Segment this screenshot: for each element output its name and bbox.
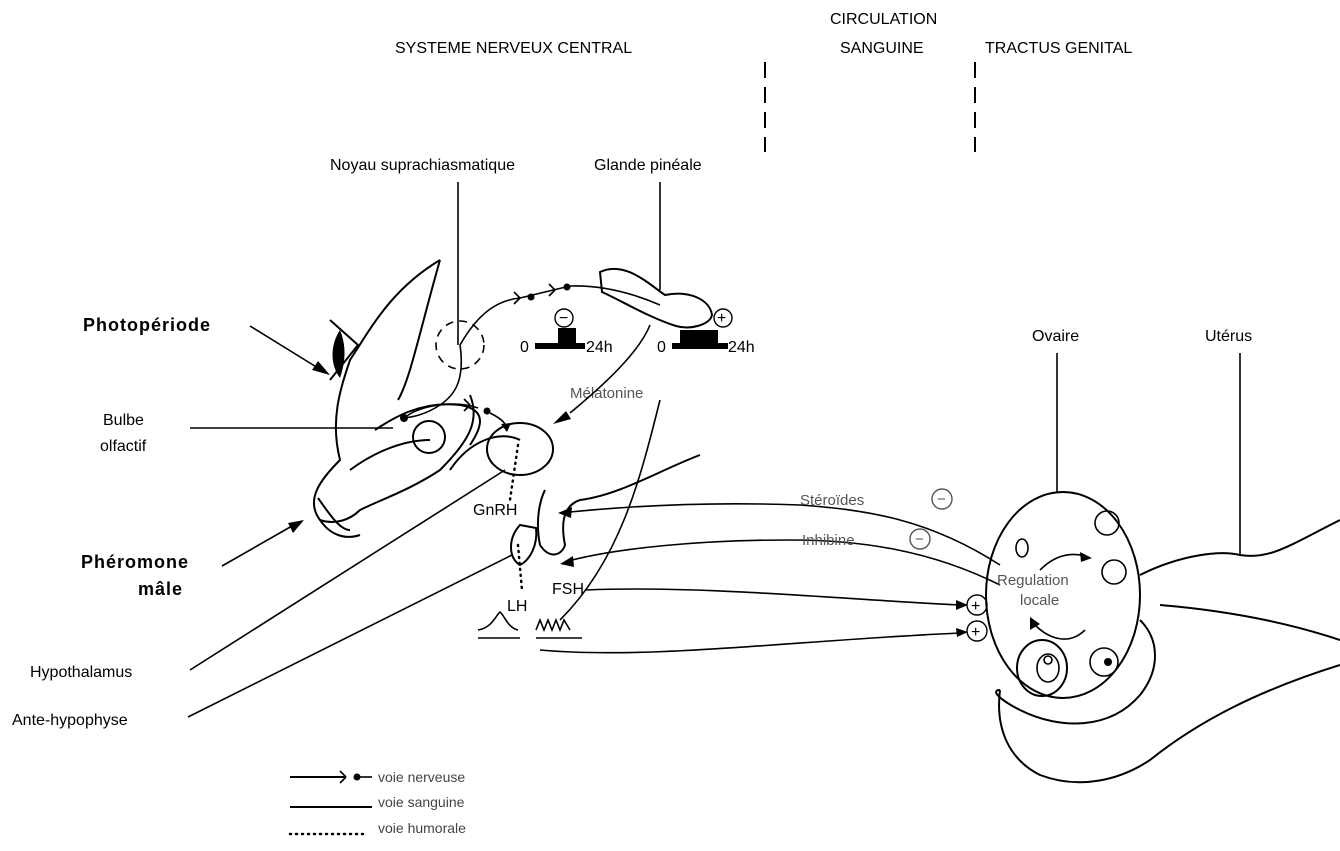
humoral-dots-gnrh (510, 445, 518, 500)
legend-nerveuse: voie nerveuse (378, 769, 465, 785)
leader-antehypophyse (188, 555, 512, 717)
scale-right-plus: + (717, 310, 726, 327)
label-regulation-2: locale (1020, 592, 1059, 609)
label-pheromone-2: mâle (138, 579, 183, 599)
label-uterus: Utérus (1205, 328, 1252, 345)
minus-steroides: − (937, 491, 946, 508)
plus-lh: + (971, 624, 980, 641)
label-glande: Glande pinéale (594, 157, 702, 174)
label-ovaire: Ovaire (1032, 328, 1079, 345)
ante-hypophyse-shape (511, 525, 536, 565)
label-pheromone-1: Phéromone (81, 552, 189, 572)
scale-bars: 0 24h − 0 24h + (520, 309, 755, 356)
label-melatonine: Mélatonine (570, 385, 643, 402)
label-regulation-1: Regulation (997, 572, 1069, 589)
label-bulbe-2: olfactif (100, 438, 147, 455)
minus-inhibine: − (915, 531, 924, 548)
arrow-photoperiode (250, 326, 318, 368)
scale-left-24h: 24h (586, 339, 613, 356)
label-bulbe-1: Bulbe (103, 412, 144, 429)
pineal-gland (600, 269, 712, 328)
label-photoperiode: Photopériode (83, 315, 211, 335)
lh-pulse-sketch (478, 612, 582, 638)
plus-fsh: + (971, 598, 980, 615)
scale-right-zero: 0 (657, 339, 666, 356)
scale-left-minus: − (559, 310, 568, 327)
label-antehypophyse: Ante-hypophyse (12, 712, 128, 729)
header-tractus: TRACTUS GENITAL (985, 40, 1132, 57)
label-noyau: Noyau suprachiasmatique (330, 157, 515, 174)
label-steroides: Stéroïdes (800, 492, 864, 509)
ovary (986, 492, 1140, 698)
label-fsh: FSH (552, 581, 584, 598)
label-lh: LH (507, 598, 527, 615)
label-hypothalamus: Hypothalamus (30, 664, 132, 681)
label-gnrh: GnRH (473, 502, 517, 519)
legend-humorale: voie humorale (378, 820, 466, 836)
leader-hypothalamus (190, 470, 505, 670)
label-inhibine: Inhibine (802, 532, 855, 549)
header-circulation-line1: CIRCULATION (830, 11, 937, 28)
scale-right-24h: 24h (728, 339, 755, 356)
header-circulation-line2: SANGUINE (840, 40, 924, 57)
blood-pathways (540, 400, 1000, 653)
hypothalamus-ellipse (487, 423, 553, 475)
scale-left-zero: 0 (520, 339, 529, 356)
arrow-pheromone (222, 526, 292, 566)
sheep-head (314, 260, 520, 537)
legend-sanguine: voie sanguine (378, 794, 465, 810)
legend: voie nerveuse voie sanguine voie humoral… (290, 769, 466, 836)
header-snc: SYSTEME NERVEUX CENTRAL (395, 40, 632, 57)
genital-tract (996, 520, 1340, 782)
